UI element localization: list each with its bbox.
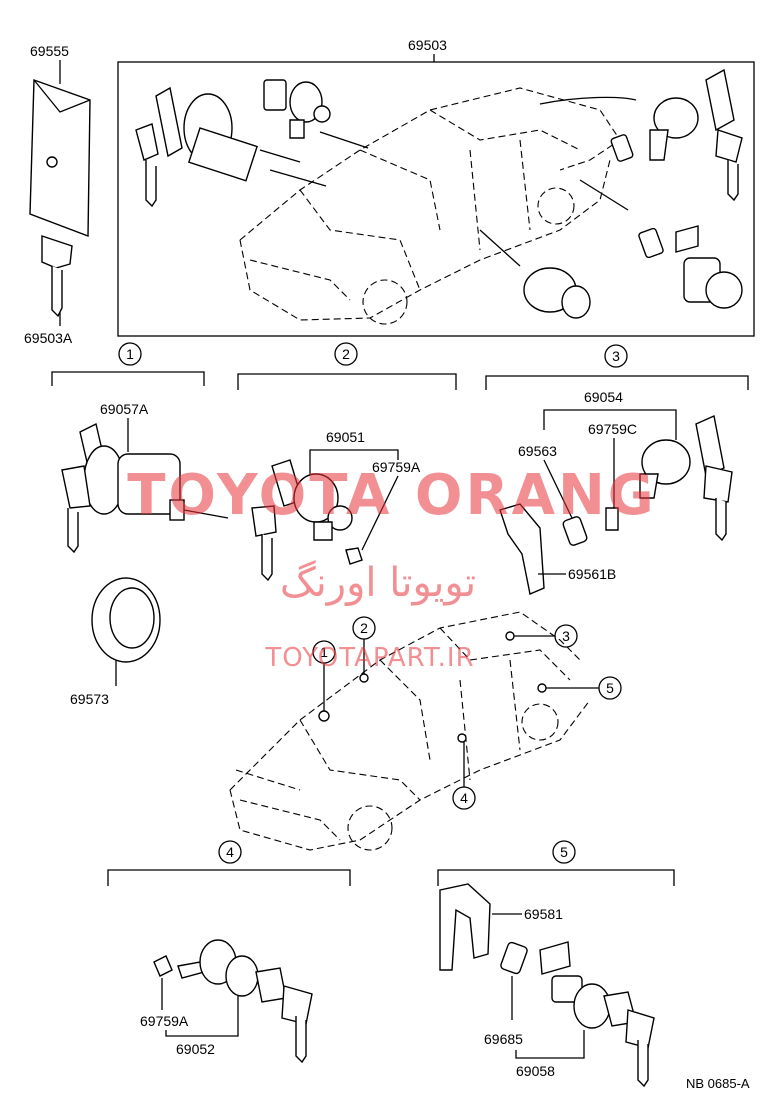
- callout-5-number: 5: [606, 680, 614, 696]
- label-door-cylinder-front: 69051: [326, 429, 365, 445]
- section-3-number: 3: [612, 348, 620, 364]
- label-door-cylinder-4: 69052: [176, 1041, 215, 1057]
- label-master-key: 69503A: [24, 330, 73, 346]
- label-cover-3: 69561B: [568, 566, 616, 582]
- key-case-icon: [29, 79, 91, 238]
- section-4-number: 4: [226, 844, 234, 860]
- label-pad-3: 69563: [518, 443, 557, 459]
- label-pad-5: 69685: [484, 1031, 523, 1047]
- section-1-number: 1: [126, 346, 134, 362]
- pad-5-icon: [500, 941, 528, 975]
- watermark-brand-farsi: تویوتا اورنگ: [280, 560, 476, 606]
- label-cover-5: 69581: [524, 906, 563, 922]
- callout-3-number: 3: [562, 628, 570, 644]
- cover-5-icon: [439, 883, 491, 971]
- label-lock-set: 69503: [408, 37, 447, 53]
- retainer-4-icon: [153, 955, 173, 977]
- callout-1-number: 1: [320, 644, 328, 660]
- ignition-cylinder-icon: [61, 422, 229, 554]
- ring-icon: [91, 577, 161, 663]
- watermark-brand-latin: TOYOTA ORANG: [127, 463, 657, 528]
- label-back-door-cylinder: 69058: [516, 1063, 555, 1079]
- watermark-website: TOYOTAPART.IR: [264, 643, 474, 673]
- lock-set-box: [117, 61, 755, 337]
- label-retainer-2: 69759A: [372, 459, 421, 475]
- retainer-3-icon: [605, 507, 619, 531]
- cover-3-icon: [499, 503, 545, 595]
- label-retainer-4: 69759A: [140, 1013, 189, 1029]
- door-cylinder-bottom-top-icon: [523, 267, 591, 319]
- section-2-number: 2: [342, 346, 350, 362]
- footer-code: NB 0685-A: [686, 1076, 750, 1091]
- retainer-2-icon: [345, 547, 363, 565]
- label-key-case: 69555: [30, 43, 69, 59]
- section-4-badge: [218, 840, 242, 864]
- master-key-icon: [41, 235, 73, 318]
- section-3-badge: [604, 344, 628, 368]
- arrow-1: [319, 131, 369, 149]
- pad-3-icon: [562, 516, 588, 546]
- door-cylinder-front-icon: [251, 459, 353, 582]
- ignition-lock-icon: [135, 86, 301, 208]
- pad-top-icon: [610, 134, 664, 259]
- section-1-badge: [118, 342, 142, 366]
- car-top-illustration: [239, 87, 621, 325]
- car-center-illustration: [229, 611, 591, 851]
- label-ring: 69573: [70, 691, 109, 707]
- label-retainer-3: 69759C: [588, 421, 637, 437]
- door-cylinder-set-3-icon: [639, 415, 733, 542]
- door-cylinder-4-icon: [177, 939, 313, 1064]
- back-door-lock-top-icon: [675, 225, 743, 309]
- key-top-right-icon: [649, 68, 743, 202]
- callout-4-number: 4: [460, 790, 468, 806]
- callout-2-number: 2: [360, 620, 368, 636]
- section-2-badge: [334, 342, 358, 366]
- section-5-badge: [552, 840, 576, 864]
- section-5-number: 5: [560, 844, 568, 860]
- label-door-cylinder-set-3: 69054: [584, 389, 623, 405]
- label-ignition-cylinder: 69057A: [100, 401, 149, 417]
- back-door-cylinder-icon: [539, 941, 655, 1088]
- door-cylinder-top-icon: [263, 79, 331, 139]
